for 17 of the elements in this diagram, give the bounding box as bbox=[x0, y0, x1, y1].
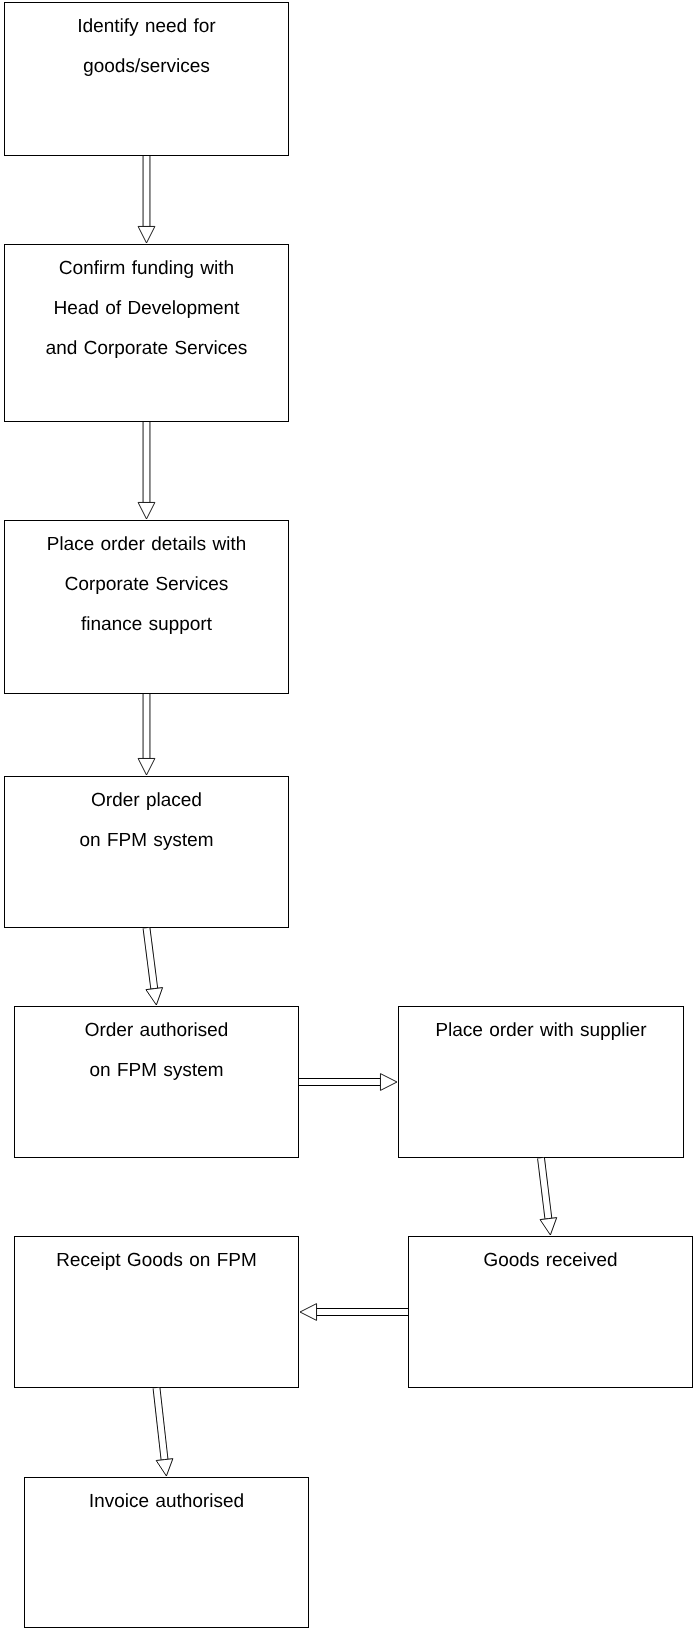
process-box: Order authorised on FPM system bbox=[14, 1006, 299, 1158]
arrow bbox=[299, 1303, 408, 1321]
process-box: Order placed on FPM system bbox=[4, 776, 289, 928]
process-box: Confirm funding with Head of Development and Corporate Services bbox=[4, 244, 289, 422]
arrow bbox=[299, 1073, 398, 1091]
process-box: Receipt Goods on FPM bbox=[14, 1236, 299, 1388]
process-box: Invoice authorised bbox=[24, 1477, 309, 1628]
arrow bbox=[137, 156, 156, 244]
arrow bbox=[137, 694, 156, 776]
arrow bbox=[152, 1387, 174, 1477]
arrow bbox=[142, 927, 164, 1006]
process-box: Place order with supplier bbox=[398, 1006, 684, 1158]
arrow bbox=[537, 1157, 558, 1236]
process-box: Identify need for goods/services bbox=[4, 2, 289, 156]
arrow bbox=[137, 422, 156, 520]
process-box: Place order details with Corporate Services finance support bbox=[4, 520, 289, 694]
process-box: Goods received bbox=[408, 1236, 693, 1388]
